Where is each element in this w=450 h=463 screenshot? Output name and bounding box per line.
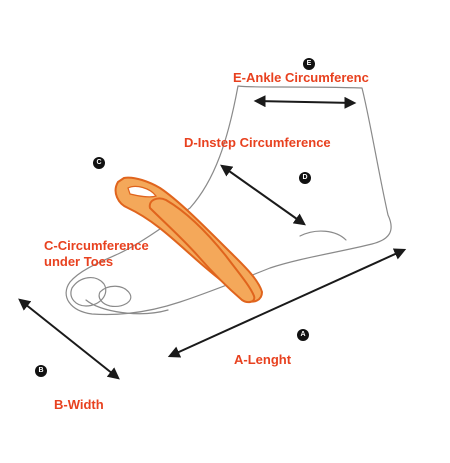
label-instep-circumference: D-Instep Circumference	[184, 135, 331, 150]
badge-a: A	[297, 329, 309, 341]
badge-d: D	[299, 172, 311, 184]
label-toe-circumference: C-Circumference under Toes	[44, 238, 174, 270]
label-ankle-circumference: E-Ankle Circumferenc	[233, 70, 369, 85]
badge-c: C	[93, 157, 105, 169]
label-length: A-Lenght	[234, 352, 292, 367]
instep-arrow	[220, 164, 306, 226]
label-toe-circumference-line1: C-Circumference	[44, 238, 149, 253]
ankle-arrow	[253, 95, 357, 109]
measurement-arrows	[18, 95, 407, 380]
badge-b: B	[35, 365, 47, 377]
length-arrow	[167, 248, 407, 358]
label-width: B-Width	[54, 397, 104, 412]
width-arrow	[18, 298, 120, 380]
label-toe-circumference-line2: under Toes	[44, 254, 114, 269]
badge-e: E	[303, 58, 315, 70]
